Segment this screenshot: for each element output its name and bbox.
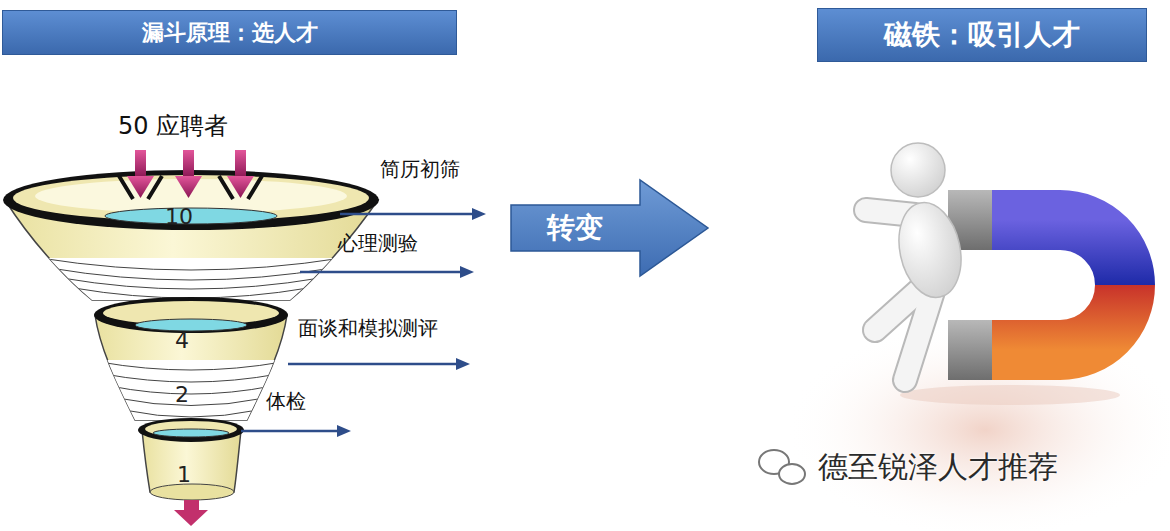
funnel-figure-part xyxy=(40,258,342,298)
funnel-figure-part xyxy=(94,297,288,333)
applicant-arrows-part xyxy=(235,150,246,178)
filter-out-arrows-part xyxy=(337,425,351,437)
arrow-text-area: 转变 xyxy=(510,205,640,251)
arrow-shape xyxy=(510,178,710,278)
magnet-figure-part xyxy=(900,385,1120,405)
person-figure xyxy=(866,143,969,380)
watermark: 德至锐泽人才推荐 xyxy=(818,450,1058,485)
magnet-figure xyxy=(785,190,1170,531)
funnel-figure-part xyxy=(100,362,282,417)
funnel-figure-part xyxy=(145,421,237,437)
applicant-arrow xyxy=(175,150,202,198)
applicant-arrows-part xyxy=(119,176,162,199)
stage-name: 心理测验 xyxy=(338,232,418,255)
banner-heading: 磁铁：吸引人才 xyxy=(884,16,1080,54)
magnet-figure-part xyxy=(990,285,1125,350)
filter-out-arrows-part xyxy=(460,266,474,278)
heading-banner: 磁铁：吸引人才 xyxy=(817,8,1147,62)
funnel-figure-part xyxy=(150,484,234,500)
funnel-figure-part xyxy=(153,429,229,437)
wechat-icon xyxy=(759,450,805,484)
applicant-arrows-part xyxy=(175,176,202,198)
transition-arrow: 转变 xyxy=(510,178,710,278)
applicant-arrows-part xyxy=(183,150,194,178)
heading-banner: 漏斗原理：选人才 xyxy=(2,10,457,55)
stage-name: 体检 xyxy=(266,390,306,413)
filter-out-arrows-part xyxy=(241,430,339,433)
applicant-arrows-part xyxy=(219,176,262,199)
funnel-figure-part xyxy=(3,170,379,230)
stage-count: 4 xyxy=(175,328,189,353)
person-figure-part xyxy=(891,197,970,303)
funnel-figure xyxy=(0,170,400,526)
wechat-icon-part xyxy=(779,464,805,484)
stage-count: 1 xyxy=(177,462,191,487)
stage-name: 面谈和模拟测评 xyxy=(298,317,438,340)
filter-out-arrows-part xyxy=(300,271,462,274)
filter-out-arrows-part xyxy=(340,213,474,216)
filter-out-arrows-part xyxy=(456,358,470,370)
funnel-figure-part xyxy=(135,319,247,331)
arrow-label: 转变 xyxy=(547,209,603,247)
filter-out-arrows-part xyxy=(288,363,458,366)
arrow-outline xyxy=(511,180,708,276)
magnet-figure-part xyxy=(990,220,1125,285)
banner-heading: 漏斗原理：选人才 xyxy=(142,18,318,48)
stage-name: 简历初筛 xyxy=(380,158,460,181)
funnel-figure-part xyxy=(138,418,244,442)
funnel-figure-part xyxy=(174,500,208,526)
applicant-arrow xyxy=(119,150,162,199)
filter-out-arrows xyxy=(241,208,486,437)
applicant-arrow xyxy=(219,150,262,199)
person-figure-part xyxy=(905,285,935,380)
magnet-figure-part xyxy=(948,320,992,380)
person-figure-part xyxy=(891,143,945,197)
stage-count: 10 xyxy=(165,204,193,229)
applicant-arrows-part xyxy=(135,150,146,178)
applicant-count: 50 应聘者 xyxy=(118,113,228,141)
stage-count: 2 xyxy=(175,382,189,407)
filter-out-arrows-part xyxy=(472,208,486,220)
applicant-arrows xyxy=(119,150,262,199)
